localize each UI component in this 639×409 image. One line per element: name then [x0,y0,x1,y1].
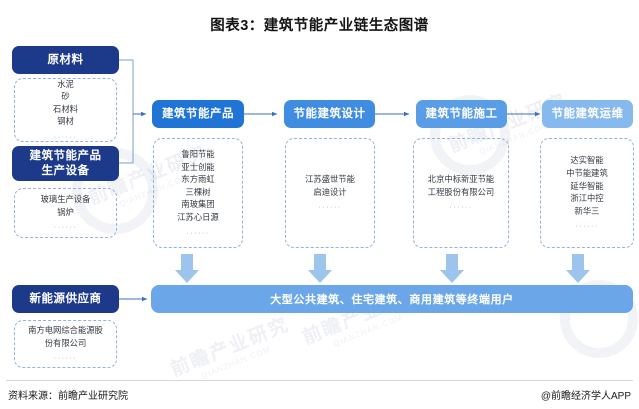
ellipsis: ······ [449,202,473,212]
stage-companies-energy-saving-design: 江苏盛世节能 启迪设计 ······ [285,138,375,248]
upstream-item-list: 玻璃生产设备 锅炉 [40,194,91,217]
stage-box-energy-saving-design[interactable]: 节能建筑设计 [284,100,375,128]
stage-label: 节能建筑运维 [551,107,624,120]
stage-companies-energy-saving-construction: 北京中标新亚节能 工程股份有限公司 ······ [413,138,509,248]
stage-label: 节能建筑设计 [293,107,366,120]
source-note: 资料来源：前瞻产业研究院 [8,391,128,402]
upstream-box-new-energy-supplier[interactable]: 新能源供应商 [12,285,119,313]
stage-companies-energy-saving-operation: 达实智能 中节能建筑 延华智能 浙江中控 新华三 ······ [540,138,634,248]
upstream-label: 建筑节能产品 生产设备 [29,150,102,177]
upstream-box-raw-materials[interactable]: 原材料 [12,46,119,74]
consumer-bar[interactable]: 大型公共建筑、住宅建筑、商用建筑等终端用户 [151,285,633,313]
stage-label: 建筑节能施工 [425,107,498,120]
consumer-bar-label: 大型公共建筑、住宅建筑、商用建筑等终端用户 [270,294,514,306]
company-list: 鲁阳节能 亚士创能 东方雨虹 三棵树 南玻集团 江苏心日源 [177,148,219,223]
upstream-items-raw-materials: 水泥 砂 石材料 钢材 ······ [14,78,117,142]
ellipsis: ······ [575,221,599,231]
company-list: 江苏盛世节能 启迪设计 [305,174,355,197]
stage-companies-energy-saving-products: 鲁阳节能 亚士创能 东方雨虹 三棵树 南玻集团 江苏心日源 ······ [153,138,243,248]
ellipsis: ······ [53,132,78,142]
ellipsis: ······ [186,227,210,237]
ellipsis: ······ [318,202,342,212]
stage-box-energy-saving-operation[interactable]: 节能建筑运维 [542,100,633,128]
upstream-label: 原材料 [47,53,84,66]
stage-box-energy-saving-products[interactable]: 建筑节能产品 [152,100,244,128]
ellipsis: ······ [53,353,78,363]
stage-label: 建筑节能产品 [162,107,234,120]
upstream-items-new-energy-supplier: 南方电网综合能源股 份有限公司 ······ [14,320,117,368]
upstream-box-production-equipment[interactable]: 建筑节能产品 生产设备 [12,146,119,181]
upstream-label: 新能源供应商 [29,292,102,305]
upstream-items-production-equipment: 玻璃生产设备 锅炉 ······ [14,188,117,238]
company-list: 达实智能 中节能建筑 延华智能 浙江中控 新华三 [566,155,608,216]
chart-title: 图表3：建筑节能产业链生态图谱 [210,18,429,34]
ellipsis: ······ [53,222,78,232]
footer-divider [6,380,633,381]
upstream-item-list: 南方电网综合能源股 份有限公司 [28,325,103,348]
company-list: 北京中标新亚节能 工程股份有限公司 [427,174,495,197]
credit-note: @前瞻经济学人APP [540,391,631,402]
upstream-item-list: 水泥 砂 石材料 钢材 [53,78,78,127]
stage-box-energy-saving-construction[interactable]: 建筑节能施工 [416,100,507,128]
